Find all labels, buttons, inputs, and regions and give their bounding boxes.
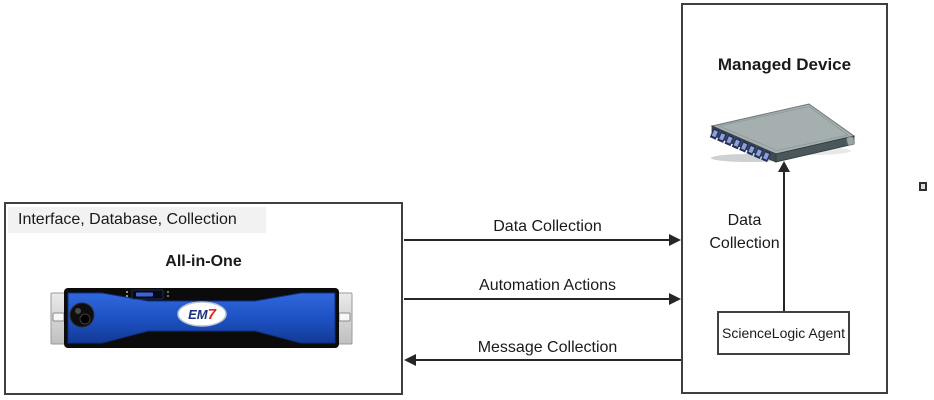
appliance-right-ear <box>336 292 353 345</box>
device-arrow-label: Data Collection <box>709 212 780 252</box>
arrow-head-left-icon <box>404 354 416 366</box>
server-top-inset <box>717 106 849 151</box>
logo-text-em: EM <box>188 307 209 322</box>
selection-handle <box>919 182 927 191</box>
server-drive-bays <box>709 127 772 163</box>
flow-label: Data Collection <box>493 218 602 235</box>
appliance-lcd-display <box>126 289 169 300</box>
arrow-head-up-icon <box>778 161 790 172</box>
managed-server-image <box>709 103 856 163</box>
agent-label: ScienceLogic Agent <box>722 325 845 341</box>
arrow-line <box>404 298 669 300</box>
appliance-front-button <box>69 302 95 328</box>
sciencelogic-agent-box: ScienceLogic Agent <box>717 311 850 355</box>
appliance-left-ear <box>50 292 67 345</box>
logo-text-seven: 7 <box>208 306 217 323</box>
server-latch <box>846 136 855 146</box>
em7-appliance-image: EM7 <box>50 288 353 348</box>
managed-device-title: Managed Device <box>717 55 852 74</box>
managed-device-box: Managed Device Data Collection <box>681 3 888 394</box>
em7-logo: EM7 <box>177 301 227 327</box>
flow-label: Message Collection <box>477 339 618 356</box>
all-in-one-title: All-in-One <box>165 253 242 270</box>
arrow-head-right-icon <box>669 293 681 305</box>
arrow-line <box>416 359 681 361</box>
box-header-label: Interface, Database, Collection <box>8 207 266 233</box>
agent-to-device-arrow-line <box>783 170 785 311</box>
flow-label: Automation Actions <box>479 277 616 294</box>
arrow-head-right-icon <box>669 234 681 246</box>
svg-text:EM7: EM7 <box>188 306 217 323</box>
arrow-line <box>404 239 669 241</box>
all-in-one-box: Interface, Database, Collection All-in-O… <box>4 202 403 395</box>
